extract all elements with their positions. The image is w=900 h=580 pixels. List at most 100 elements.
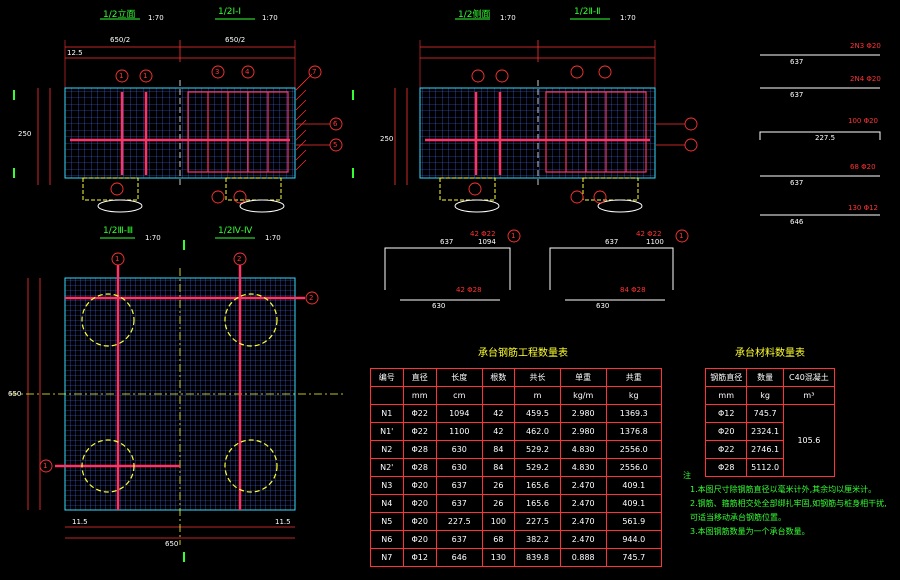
rebar-header-3: 根数 xyxy=(481,368,516,387)
bar-detail-length-2: 637 xyxy=(790,91,804,99)
rebar-cell: N1' xyxy=(370,422,404,441)
rebar-unit-1: mm xyxy=(402,386,437,405)
rebar-cell: N5 xyxy=(370,512,404,531)
scale-section-3: 1:70 xyxy=(145,234,161,242)
rebar-cell: N4 xyxy=(370,494,404,513)
mark-label-7: 7 xyxy=(312,68,317,76)
mark-label-1b: 1 xyxy=(143,72,148,80)
rebar-cell: Φ28 xyxy=(402,440,437,459)
rebar-cell: N2' xyxy=(370,458,404,477)
rebar-header-6: 共重 xyxy=(605,368,663,387)
mark-label-plan-1: 1 xyxy=(115,255,120,263)
rebar-cell: 944.0 xyxy=(605,530,663,549)
title-half-elevation: 1/2立面 xyxy=(103,10,136,20)
rebar-cell: 26 xyxy=(481,494,516,513)
dim-side-height: 250 xyxy=(380,135,394,143)
bent-bar-1-top: 637 xyxy=(440,238,454,246)
rebar-cell: 745.7 xyxy=(605,548,663,567)
bar-detail-label-2: 2N4 Φ20 xyxy=(850,75,881,83)
rebar-cell: 839.8 xyxy=(514,548,561,567)
rebar-cell: 459.5 xyxy=(514,404,561,423)
material-cell: Φ20 xyxy=(704,422,748,441)
rebar-cell: 462.0 xyxy=(514,422,561,441)
rebar-unit-2: cm xyxy=(435,386,483,405)
bent-bars xyxy=(384,247,674,301)
rebar-cell: N7 xyxy=(370,548,404,567)
rebar-cell: 637 xyxy=(435,476,483,495)
rebar-cell: 2.470 xyxy=(559,494,607,513)
rebar-cell: 2556.0 xyxy=(605,440,663,459)
rebar-unit-4: m xyxy=(514,386,561,405)
rebar-cell: 637 xyxy=(435,530,483,549)
rebar-cell: 42 xyxy=(481,404,516,423)
rebar-cell: 100 xyxy=(481,512,516,531)
rebar-cell: 4.830 xyxy=(559,458,607,477)
note-line-4: 3.本图钢筋数量为一个承台数量。 xyxy=(690,527,810,536)
elevation-view xyxy=(13,18,354,213)
concrete-volume: 105.6 xyxy=(782,404,836,477)
rebar-cell: Φ22 xyxy=(402,422,437,441)
material-header-0: 钢筋直径 xyxy=(704,368,748,387)
scale-half-side: 1:70 xyxy=(500,14,516,22)
mark-label-6: 6 xyxy=(333,120,338,128)
dim-plan-height: 650 xyxy=(8,390,22,398)
title-section-2: 1/2Ⅱ-Ⅱ xyxy=(574,7,601,17)
material-cell: 2324.1 xyxy=(746,422,784,441)
bent-bar-1-bottom: 630 xyxy=(432,302,446,310)
bent-bar-1-hook: 42 Φ28 xyxy=(456,286,482,294)
mark-label-5: 5 xyxy=(333,141,338,149)
bent-bar-1-sub: 1094 xyxy=(478,238,496,246)
title-section-4: 1/2Ⅳ-Ⅳ xyxy=(218,226,253,236)
material-header-2: C40混凝土 xyxy=(782,368,836,387)
rebar-cell: 2.470 xyxy=(559,512,607,531)
dim-elev-total-right: 650/2 xyxy=(225,36,246,44)
mark-label-4: 4 xyxy=(245,68,250,76)
rebar-cell: N1 xyxy=(370,404,404,423)
rebar-cell: 130 xyxy=(481,548,516,567)
rebar-cell: 409.1 xyxy=(605,494,663,513)
bent-bar-2-label: 42 Φ22 xyxy=(636,230,662,238)
mark-label-bent-2: 1 xyxy=(679,232,684,240)
bent-bar-2-bottom: 630 xyxy=(596,302,610,310)
dim-elev-height: 250 xyxy=(18,130,32,138)
plan-view xyxy=(10,237,345,562)
material-cell: 2746.1 xyxy=(746,440,784,459)
rebar-header-0: 编号 xyxy=(370,368,404,387)
rebar-header-5: 单重 xyxy=(559,368,607,387)
rebar-cell: Φ20 xyxy=(402,530,437,549)
rebar-cell: 84 xyxy=(481,458,516,477)
rebar-unit-6: kg xyxy=(605,386,663,405)
dim-plan-edge-right: 11.5 xyxy=(275,518,291,526)
rebar-cell: 529.2 xyxy=(514,440,561,459)
rebar-cell: 2.470 xyxy=(559,530,607,549)
rebar-cell: Φ20 xyxy=(402,494,437,513)
rebar-unit-0 xyxy=(370,386,404,405)
note-line-1: 1.本图尺寸除钢筋直径以毫米计外,其余均以厘米计。 xyxy=(690,485,877,494)
rebar-cell: 0.888 xyxy=(559,548,607,567)
material-unit-1: kg xyxy=(746,386,784,405)
rebar-unit-3 xyxy=(481,386,516,405)
mark-label-3: 3 xyxy=(215,68,220,76)
rebar-cell: 2556.0 xyxy=(605,458,663,477)
rebar-cell: 630 xyxy=(435,440,483,459)
bar-detail-length-1: 637 xyxy=(790,58,804,66)
rebar-cell: 2.470 xyxy=(559,476,607,495)
scale-section-4: 1:70 xyxy=(265,234,281,242)
material-cell: Φ12 xyxy=(704,404,748,423)
title-half-side: 1/2侧面 xyxy=(458,10,491,20)
rebar-cell: 2.980 xyxy=(559,422,607,441)
rebar-cell: 84 xyxy=(481,440,516,459)
mark-label-bent-1: 1 xyxy=(511,232,516,240)
side-view xyxy=(394,18,685,213)
bent-bar-1-label: 42 Φ22 xyxy=(470,230,496,238)
rebar-cell: N2 xyxy=(370,440,404,459)
bar-detail-label-3: 100 Φ20 xyxy=(848,117,879,125)
